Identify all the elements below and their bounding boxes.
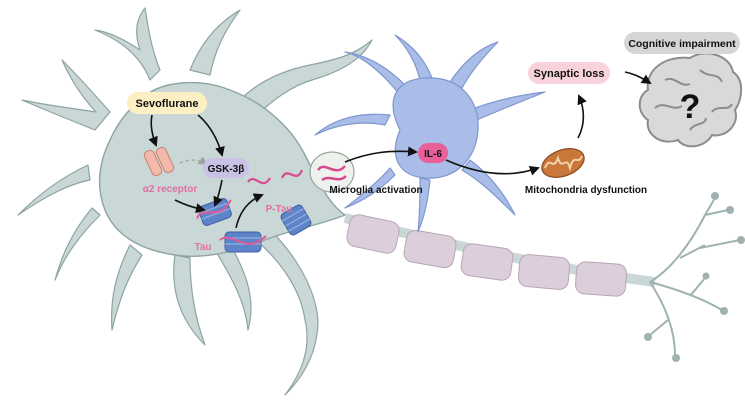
terminal-buttons: [644, 192, 745, 362]
question-mark: ?: [680, 88, 701, 126]
alpha2-receptor-icon: [143, 146, 175, 177]
arrow-sevo-to-receptor: [148, 114, 158, 147]
synaptic-loss-label: Synaptic loss: [534, 68, 605, 80]
microglia-vesicle: [309, 151, 355, 193]
arrow-synaptic-to-cognitive: [624, 71, 652, 85]
sevoflurane-box: Sevoflurane: [127, 92, 207, 114]
microglia-cell: [314, 34, 546, 233]
arrow-gsk-to-tau: [213, 179, 223, 207]
tau-tangles: [196, 169, 312, 253]
arrow-il6-to-mito: [445, 159, 540, 176]
brain-icon: [638, 52, 743, 148]
sevoflurane-label: Sevoflurane: [136, 98, 199, 110]
cognitive-impairment-box: Cognitive impairment: [624, 32, 740, 54]
synaptic-loss-box: Synaptic loss: [528, 62, 610, 84]
tau-fibril-3: [280, 204, 312, 236]
gsk3b-box: GSK-3β: [203, 158, 249, 178]
axon-terminals: [649, 197, 741, 356]
axon: [343, 192, 745, 362]
microglia-activation-label: Microglia activation: [329, 185, 422, 196]
mitochondria-dysfunction-label: Mitochondria dysfunction: [525, 185, 647, 196]
p-tau-label: P-Tau: [265, 204, 292, 215]
cognitive-impairment-label: Cognitive impairment: [628, 38, 736, 50]
tau-label: Tau: [194, 242, 211, 253]
gsk3b-label: GSK-3β: [208, 164, 245, 175]
arrow-mito-to-synaptic: [577, 94, 587, 139]
arrow-microglia-to-il6: [344, 146, 418, 163]
mitochondria-icon: [541, 148, 585, 178]
arrow-tau-to-ptau: [235, 193, 264, 229]
arrow-sevo-to-gsk: [197, 114, 225, 157]
alpha2-receptor-label: α2 receptor: [143, 184, 198, 195]
il6-label: IL-6: [424, 149, 442, 160]
tau-fibril-2: [219, 231, 267, 253]
neuron-cell: [17, 7, 373, 396]
arrow-receptor-to-tau: [174, 199, 206, 214]
neuron-dendrites: [17, 7, 373, 396]
il6-box: IL-6: [418, 143, 448, 163]
arrows: [148, 71, 652, 229]
p-tau-strands: [247, 169, 304, 185]
myelin-sheath: [346, 214, 627, 297]
